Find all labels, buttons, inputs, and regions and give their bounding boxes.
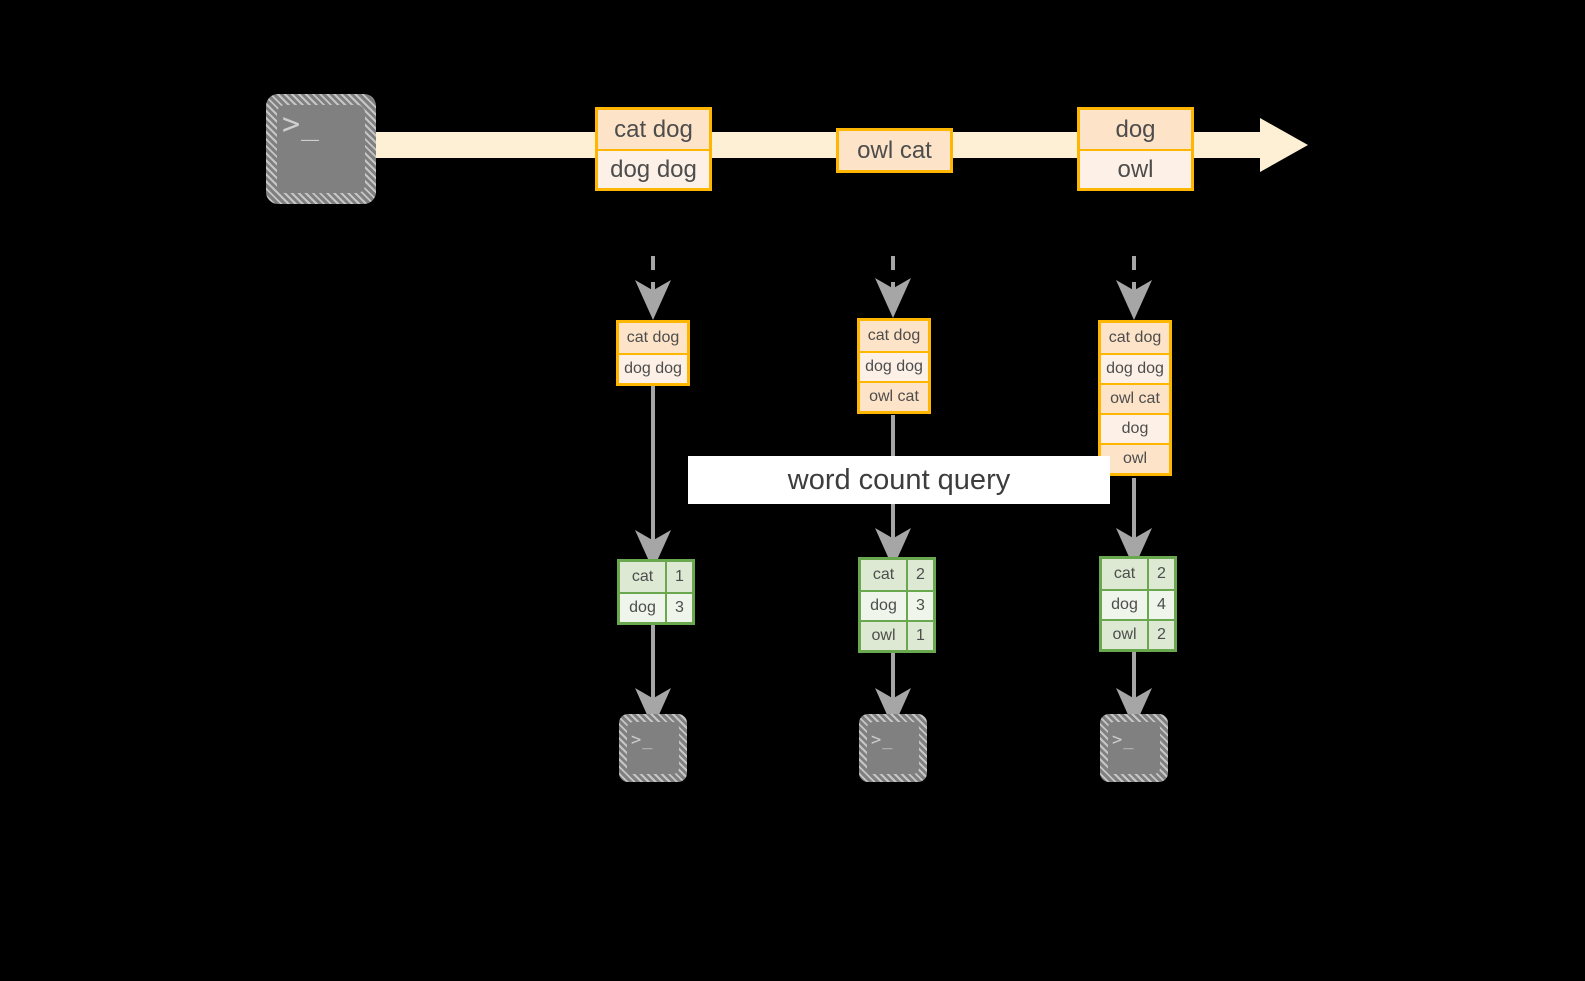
word-cell: owl [1102, 621, 1147, 649]
terminal-prompt: >_ [282, 107, 321, 142]
consumer-terminal-icon-1: >_ [619, 714, 687, 782]
stream-message-3: dog owl [1077, 107, 1194, 191]
count-cell: 2 [1147, 559, 1174, 589]
terminal-screen [277, 105, 365, 193]
word-cell: dog [861, 592, 906, 620]
message-row: dog dog [598, 149, 709, 188]
table-row: cat 1 [620, 562, 692, 592]
word-cell: cat [1102, 559, 1147, 589]
message-row: dog [1080, 110, 1191, 149]
snapshot-box-1: cat dog dog dog [616, 320, 690, 386]
table-row: cat 2 [861, 560, 933, 590]
stream-arrow-right [360, 118, 1308, 172]
snapshot-row: cat dog [1101, 323, 1169, 353]
word-cell: cat [861, 560, 906, 590]
stream-message-1: cat dog dog dog [595, 107, 712, 191]
snapshot-row: dog dog [619, 353, 687, 383]
result-table-1: cat 1 dog 3 [617, 559, 695, 625]
count-cell: 1 [665, 562, 692, 592]
result-table-2: cat 2 dog 3 owl 1 [858, 557, 936, 653]
snapshot-row: dog dog [1101, 353, 1169, 383]
table-row: cat 2 [1102, 559, 1174, 589]
message-row: owl [1080, 149, 1191, 188]
query-label-text: word count query [787, 463, 1011, 496]
count-cell: 3 [906, 592, 933, 620]
table-row: dog 3 [861, 590, 933, 620]
count-cell: 4 [1147, 591, 1174, 619]
producer-terminal-icon: >_ [266, 94, 376, 204]
message-row: owl cat [839, 131, 950, 170]
stream-message-2: owl cat [836, 128, 953, 173]
snapshot-row: owl [1101, 443, 1169, 473]
count-cell: 3 [665, 594, 692, 622]
table-row: owl 1 [861, 620, 933, 650]
result-table-3: cat 2 dog 4 owl 2 [1099, 556, 1177, 652]
word-cell: dog [620, 594, 665, 622]
message-row: cat dog [598, 110, 709, 149]
word-cell: owl [861, 622, 906, 650]
table-row: dog 4 [1102, 589, 1174, 619]
count-cell: 1 [906, 622, 933, 650]
word-cell: dog [1102, 591, 1147, 619]
snapshot-row: owl cat [1101, 383, 1169, 413]
snapshot-box-3: cat dog dog dog owl cat dog owl [1098, 320, 1172, 476]
terminal-screen [1108, 722, 1160, 774]
snapshot-row: dog [1101, 413, 1169, 443]
terminal-screen [627, 722, 679, 774]
table-row: owl 2 [1102, 619, 1174, 649]
terminal-prompt: >_ [1112, 730, 1135, 750]
snapshot-row: cat dog [619, 323, 687, 353]
terminal-prompt: >_ [871, 730, 894, 750]
snapshot-box-2: cat dog dog dog owl cat [857, 318, 931, 414]
terminal-screen [867, 722, 919, 774]
consumer-terminal-icon-3: >_ [1100, 714, 1168, 782]
count-cell: 2 [1147, 621, 1174, 649]
snapshot-row: dog dog [860, 351, 928, 381]
query-label: word count query [688, 456, 1110, 504]
count-cell: 2 [906, 560, 933, 590]
snapshot-row: cat dog [860, 321, 928, 351]
consumer-terminal-icon-2: >_ [859, 714, 927, 782]
table-row: dog 3 [620, 592, 692, 622]
terminal-prompt: >_ [631, 730, 654, 750]
word-cell: cat [620, 562, 665, 592]
snapshot-row: owl cat [860, 381, 928, 411]
